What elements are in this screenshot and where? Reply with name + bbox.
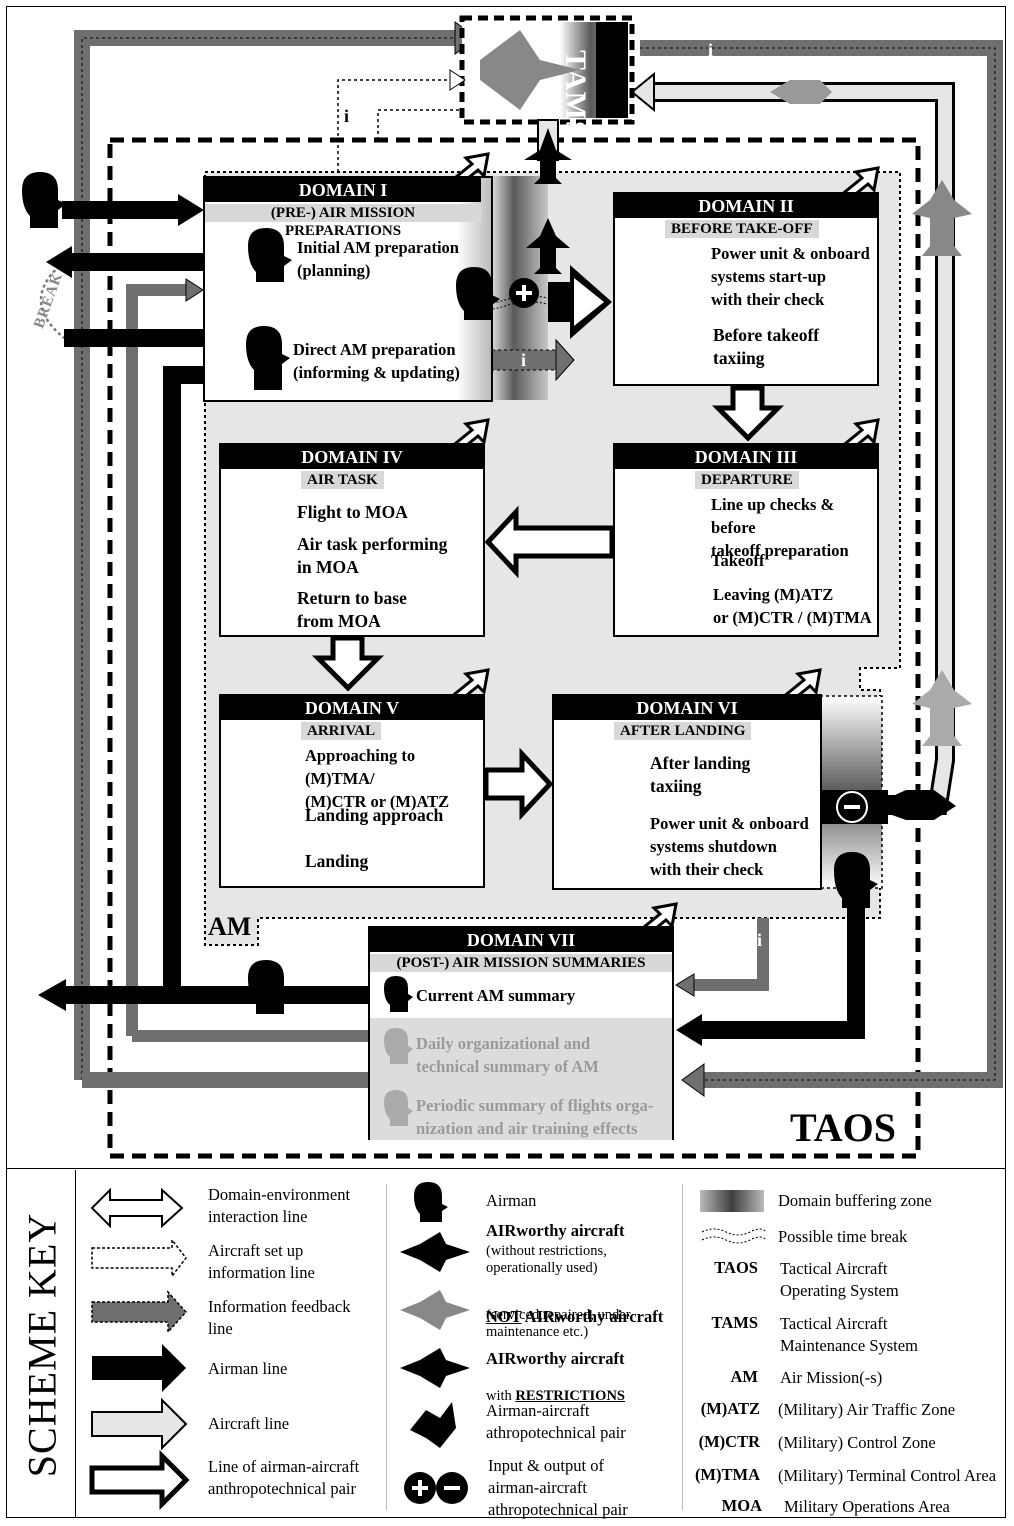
domain-6-item-1: After landing taxiing <box>650 753 751 796</box>
key-not-label: NOT <box>486 1307 522 1326</box>
key-not-airworthy-title: AIRworthy aircraft <box>521 1307 664 1326</box>
key-aircraft-line: Aircraft line <box>208 1414 290 1433</box>
key-pair: Airman-aircraft athropotechnical pair <box>486 1401 626 1442</box>
domain-5: DOMAIN V ARRIVAL Approaching to (M)TMA/ … <box>219 694 485 888</box>
domain-5-head: DOMAIN V <box>221 696 483 720</box>
domain-3-item-3: Leaving (M)ATZ or (M)CTR / (M)TMA <box>713 585 872 627</box>
figure-frame <box>6 6 1006 1518</box>
domain-2-item-2: Before takeoff taxiing <box>713 325 820 368</box>
abbr-moa: MOA <box>721 1496 762 1515</box>
domain-1-item-1: Initial AM preparation (planning) <box>297 238 459 280</box>
domain-4-item-1: Flight to MOA <box>297 502 408 522</box>
abbr-matz: (M)ATZ <box>700 1399 760 1418</box>
domain-2-head: DOMAIN II <box>615 194 877 218</box>
domain-4-item-3: Return to base from MOA <box>297 588 407 631</box>
domain-6: DOMAIN VI AFTER LANDING After landing ta… <box>552 694 822 890</box>
abbr-tams: TAMS <box>711 1313 758 1332</box>
domain-6-sub: AFTER LANDING <box>614 722 752 740</box>
domain-1-head: DOMAIN I <box>205 178 481 202</box>
abbr-mctr: (M)CTR <box>698 1432 760 1451</box>
domain-2-item-1: Power unit & onboard systems start-up wi… <box>711 244 870 309</box>
domain-3-item-1: Line up checks & before takeoff preparat… <box>711 495 849 560</box>
domain-4-sub: AIR TASK <box>301 471 384 489</box>
domain-3: DOMAIN III DEPARTURE Line up checks & be… <box>613 443 879 637</box>
outer-feedback-left <box>74 30 460 1080</box>
domain-3-item-2: Takeoff <box>711 551 765 570</box>
def-mtma: (Military) Terminal Control Area <box>778 1466 997 1485</box>
domain-5-item-3: Landing <box>305 851 369 871</box>
def-tams: Tactical Aircraft Maintenance System <box>780 1314 918 1355</box>
domain-4-item-2: Air task performing in MOA <box>297 534 448 577</box>
key-airman-line: Airman line <box>208 1359 288 1378</box>
key-setup-info-line: Aircraft set up information line <box>208 1241 315 1282</box>
key-not-airworthy-desc: (serviced,repaired, under maintenance et… <box>486 1307 631 1340</box>
key-airworthy-desc: (without restrictions, operationally use… <box>486 1243 607 1276</box>
key-break: Possible time break <box>778 1227 908 1246</box>
domain-6-head: DOMAIN VI <box>554 696 820 720</box>
domain-7: DOMAIN VII (POST-) AIR MISSION SUMMARIES… <box>368 926 674 1140</box>
domain-7-sub: (POST-) AIR MISSION SUMMARIES <box>370 954 672 972</box>
abbr-am: AM <box>730 1367 759 1386</box>
domain-1-item-2: Direct AM preparation (informing & updat… <box>293 340 460 382</box>
domain-2-sub: BEFORE TAKE-OFF <box>665 220 819 238</box>
domain-1-sub: (PRE-) AIR MISSION PREPARATIONS <box>205 204 481 239</box>
domain-7-item-3: Periodic summary of flights orga- nizati… <box>416 1096 654 1138</box>
def-taos: Tactical Aircraft Operating System <box>780 1259 899 1300</box>
key-restricted-title: AIRworthy aircraft <box>486 1349 625 1368</box>
domain-4: DOMAIN IV AIR TASK Flight to MOA Air tas… <box>219 443 485 637</box>
key-restricted-word: RESTRICTIONS <box>515 1388 625 1404</box>
def-matz: (Military) Air Traffic Zone <box>778 1400 956 1419</box>
domain-5-sub: ARRIVAL <box>301 722 382 740</box>
abbr-mtma: (M)TMA <box>694 1465 760 1484</box>
domain-7-head: DOMAIN VII <box>370 928 672 952</box>
inner-feedback <box>126 284 190 1036</box>
am-label: AM <box>208 912 252 941</box>
def-moa: Military Operations Area <box>784 1497 950 1516</box>
domain-4-head: DOMAIN IV <box>221 445 483 469</box>
domain-7-item-2: Daily organizational and technical summa… <box>416 1034 599 1076</box>
info-marker-vi: i <box>757 930 763 950</box>
key-feedback-line: Information feedback line <box>208 1297 351 1338</box>
domain-2: DOMAIN II BEFORE TAKE-OFF Power unit & o… <box>613 192 879 386</box>
info-marker-setup: i <box>344 106 350 126</box>
key-interaction-line: Domain-environment interaction line <box>208 1185 351 1226</box>
taos-boundary <box>107 137 921 1159</box>
key-airman: Airman <box>486 1191 537 1210</box>
key-buffer: Domain buffering zone <box>778 1191 932 1210</box>
taos-label: TAOS <box>790 1105 896 1150</box>
key-airworthy-title: AIRworthy aircraft <box>486 1221 625 1240</box>
key-divider <box>6 1168 1006 1169</box>
domain-3-sub: DEPARTURE <box>695 471 799 489</box>
def-am: Air Mission(-s) <box>780 1368 883 1387</box>
domain-3-head: DOMAIN III <box>615 445 877 469</box>
key-pair-line: Line of airman-aircraft anthropotechnica… <box>208 1457 360 1498</box>
domain-6-item-2: Power unit & onboard systems shutdown wi… <box>650 814 809 879</box>
domain-7-item-1: Current AM summary <box>416 986 576 1005</box>
info-marker-top: i <box>708 40 714 60</box>
abbr-taos: TAOS <box>714 1258 758 1277</box>
domain-5-item-1: Approaching to (M)TMA/ (M)CTR or (M)ATZ <box>305 746 450 811</box>
domain-5-item-2: Landing approach <box>305 805 444 825</box>
key-restricted-with: with <box>486 1388 516 1404</box>
key-io: Input & output of airman-aircraft athrop… <box>488 1456 628 1519</box>
info-marker-buffer: i <box>521 350 527 370</box>
def-mctr: (Military) Control Zone <box>778 1433 936 1452</box>
